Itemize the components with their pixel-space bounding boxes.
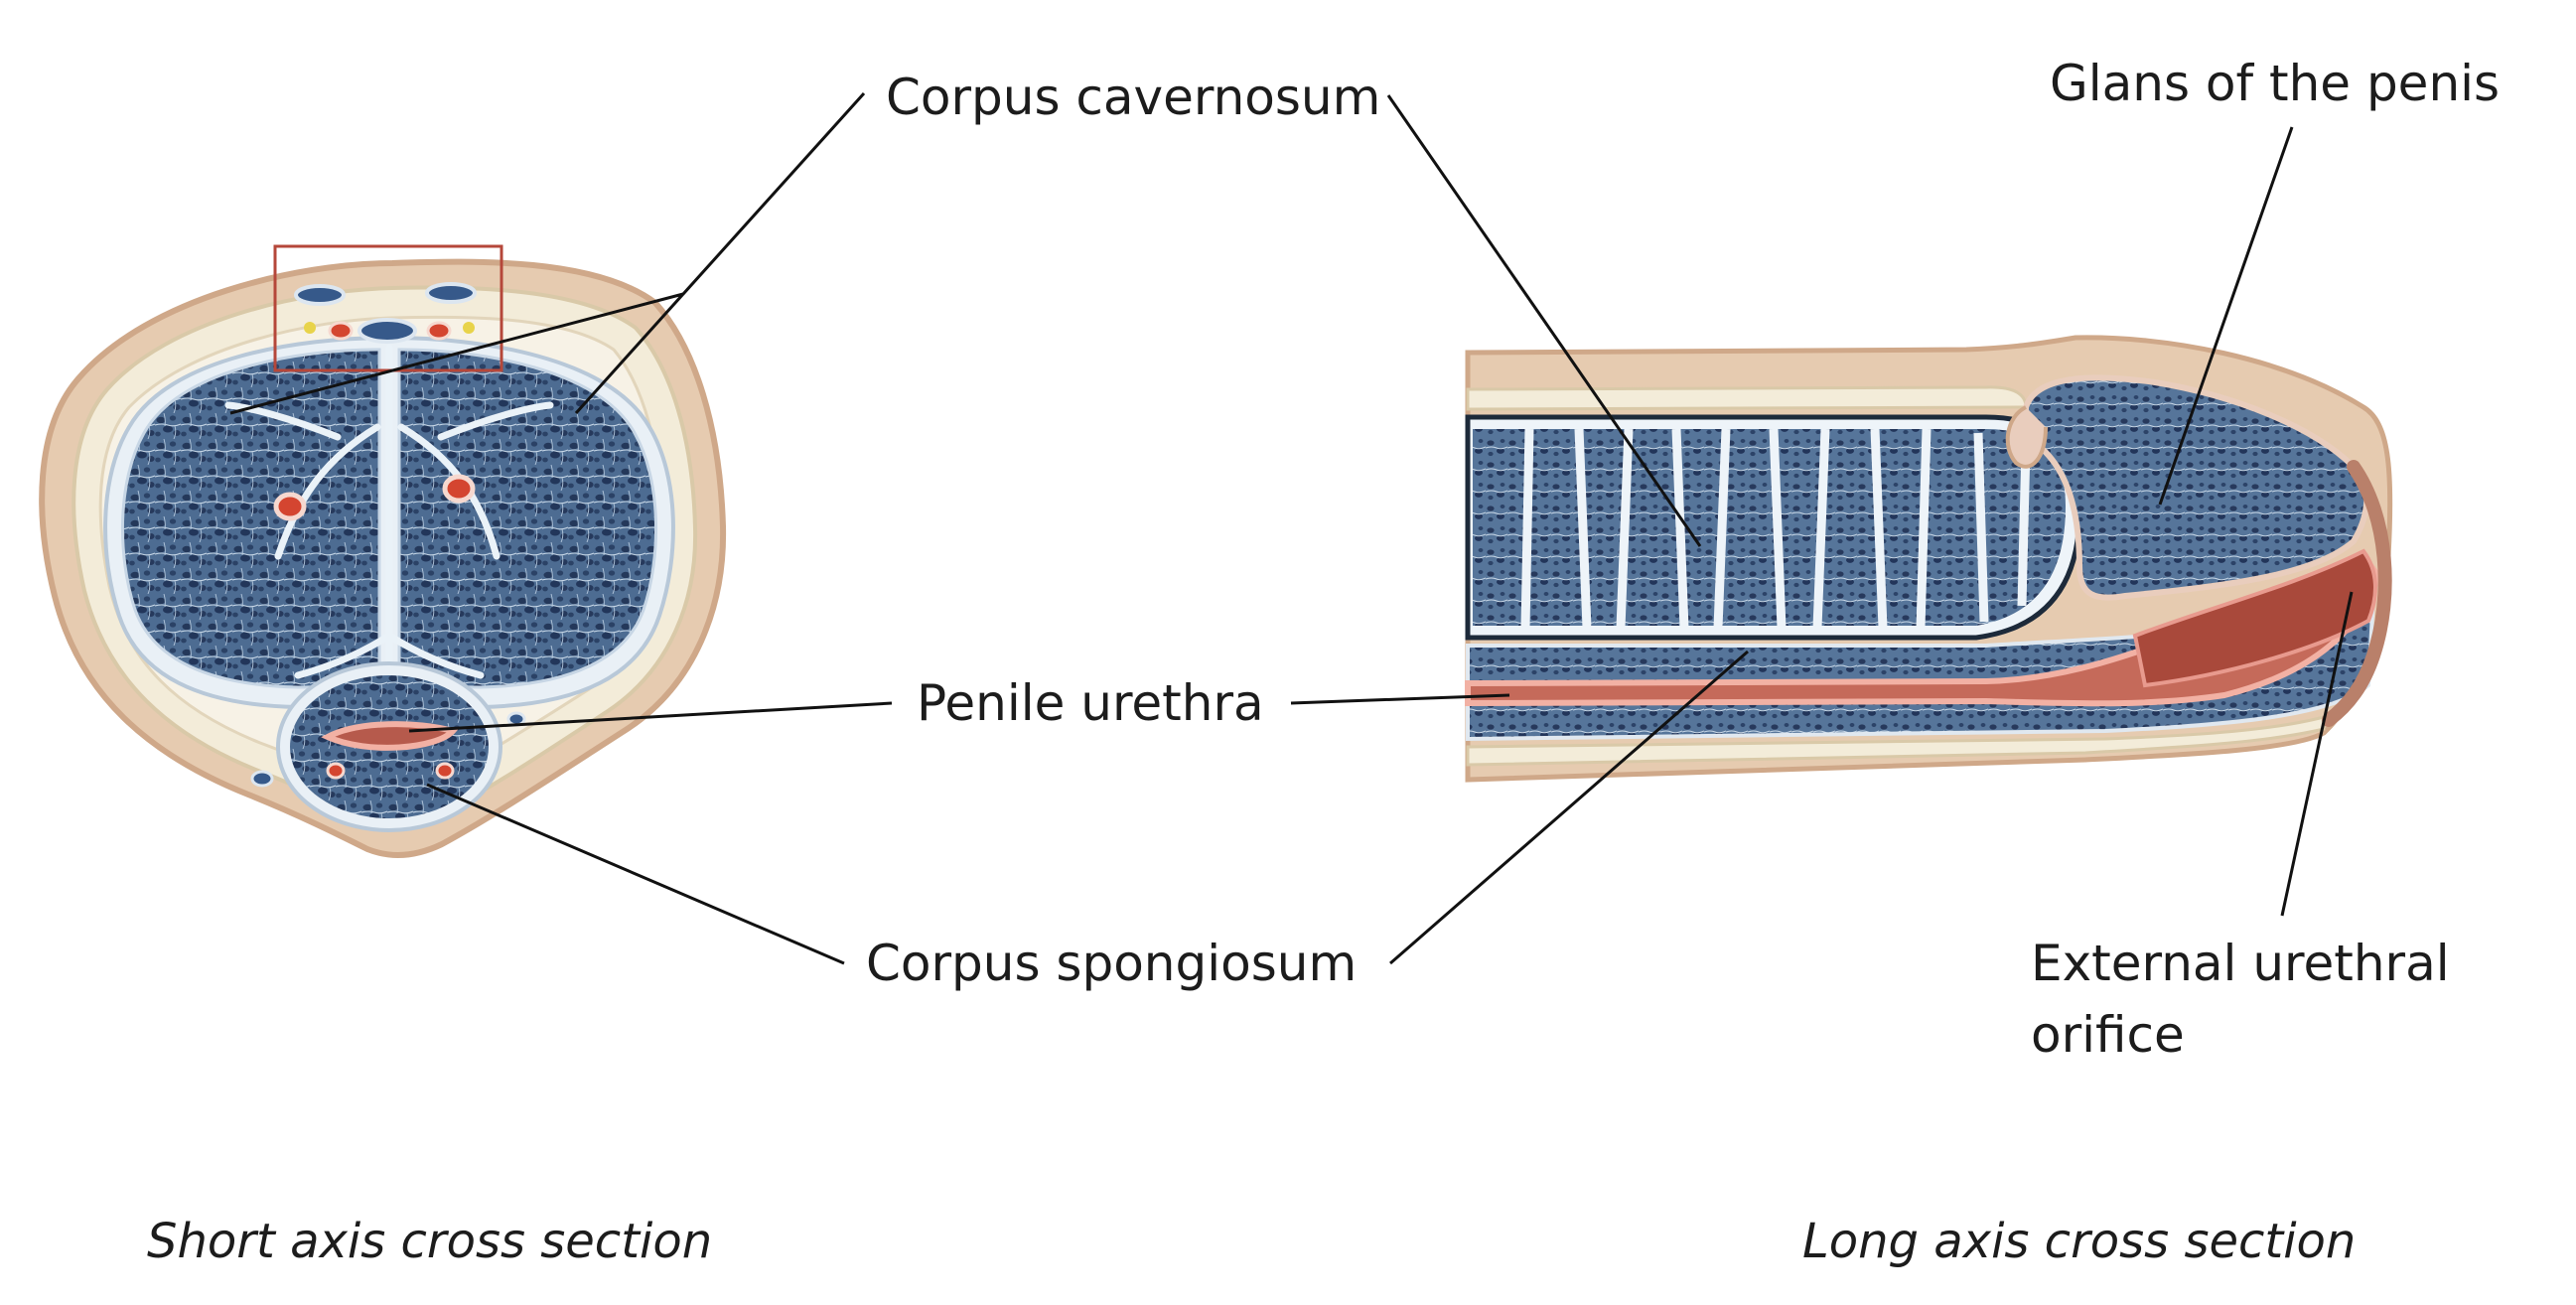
glans-tissue xyxy=(2023,374,2370,601)
long-fascia xyxy=(1466,385,2028,411)
leader-cavernosum-right xyxy=(1386,94,1702,547)
deep-dorsal-vein xyxy=(358,318,417,344)
dorsal-nerve-left xyxy=(304,322,316,334)
long-axis-section xyxy=(1465,335,2393,783)
short-axis-section xyxy=(39,244,727,858)
glans-label: Glans of the penis xyxy=(2050,55,2501,112)
leader-cavernosum-left xyxy=(229,91,866,415)
bulbourethral-artery-right xyxy=(435,762,455,780)
short-axis-caption: Short axis cross section xyxy=(147,1214,713,1269)
dorsal-artery-right xyxy=(426,321,452,341)
leader-urethra-left xyxy=(408,701,893,733)
long-trabeculae xyxy=(1520,429,2031,626)
superficial-vein-right xyxy=(425,282,477,304)
long-cavernosum-tissue xyxy=(1473,429,2066,626)
leader-urethra-right xyxy=(1290,693,1510,705)
superficial-vein-left xyxy=(294,284,346,306)
leader-orifice xyxy=(2280,591,2354,917)
urethra-cross xyxy=(321,721,459,751)
bulbourethral-artery-left xyxy=(326,762,346,780)
long-fascia-bottom xyxy=(1466,715,2326,767)
corpus-cavernosum-label: Corpus cavernosum xyxy=(886,69,1381,126)
leader-spongiosum-left xyxy=(426,783,845,965)
dorsal-artery-left xyxy=(328,321,354,341)
external-urethral-orifice-shape xyxy=(2322,460,2392,727)
small-vein-left xyxy=(250,770,274,788)
external-orifice-label: External urethral orifice xyxy=(2031,935,2450,1064)
corpus-spongiosum-label: Corpus spongiosum xyxy=(866,935,1358,992)
navicular-fossa xyxy=(2132,548,2377,688)
leader-lines xyxy=(229,91,2354,965)
deep-artery-left xyxy=(273,492,307,521)
dorsal-nerve-right xyxy=(463,322,475,334)
glans-corona-fold xyxy=(2005,405,2048,469)
leader-spongiosum-right xyxy=(1389,650,1749,965)
deep-artery-right xyxy=(442,474,476,504)
leader-glans xyxy=(2158,126,2294,506)
long-axis-caption: Long axis cross section xyxy=(1802,1214,2357,1269)
penile-urethra-label: Penile urethra xyxy=(917,674,1264,732)
